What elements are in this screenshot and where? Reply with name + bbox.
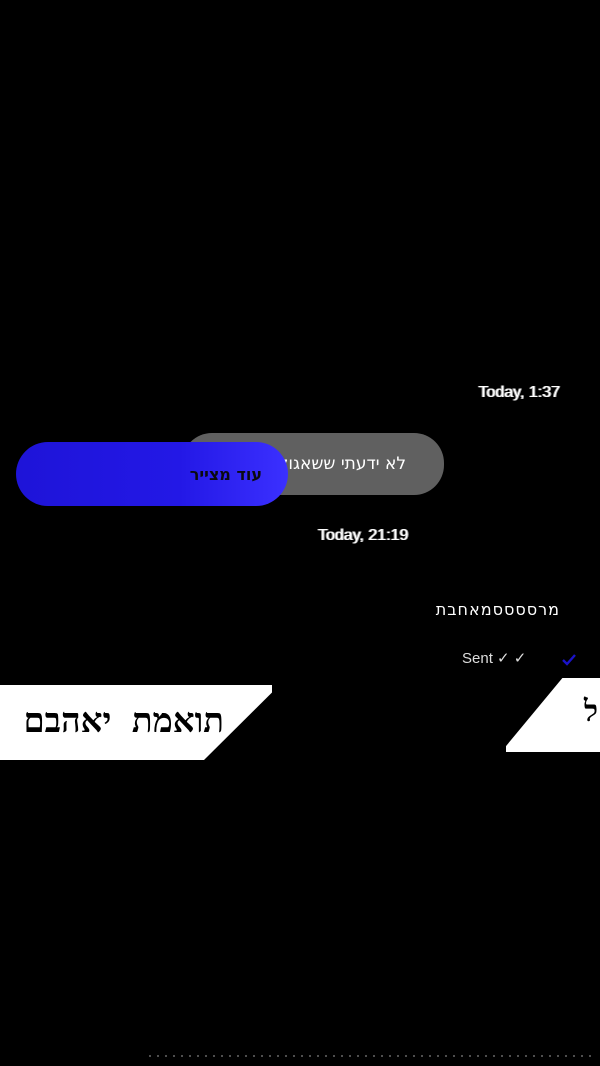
- sent-message-preview[interactable]: מרססססמאחבת: [435, 600, 560, 619]
- message-timestamp: Today, 21:19: [318, 527, 409, 544]
- sent-status-label: Sent ✓ ✓: [462, 650, 527, 667]
- sent-message-bubble[interactable]: עוד מצייר: [16, 442, 288, 506]
- banner-text: ל: [584, 694, 599, 729]
- sent-message-text: עוד מצייר: [189, 464, 262, 484]
- bottom-divider: [146, 1054, 596, 1058]
- message-timestamp: Today, 1:37: [478, 384, 560, 401]
- banner-text: תואמת יאהבם: [23, 701, 224, 741]
- banner-sticker-right: ל: [506, 678, 600, 752]
- delivered-check-icon: [562, 654, 576, 666]
- banner-sticker-left: תואמת יאהבם: [0, 685, 272, 760]
